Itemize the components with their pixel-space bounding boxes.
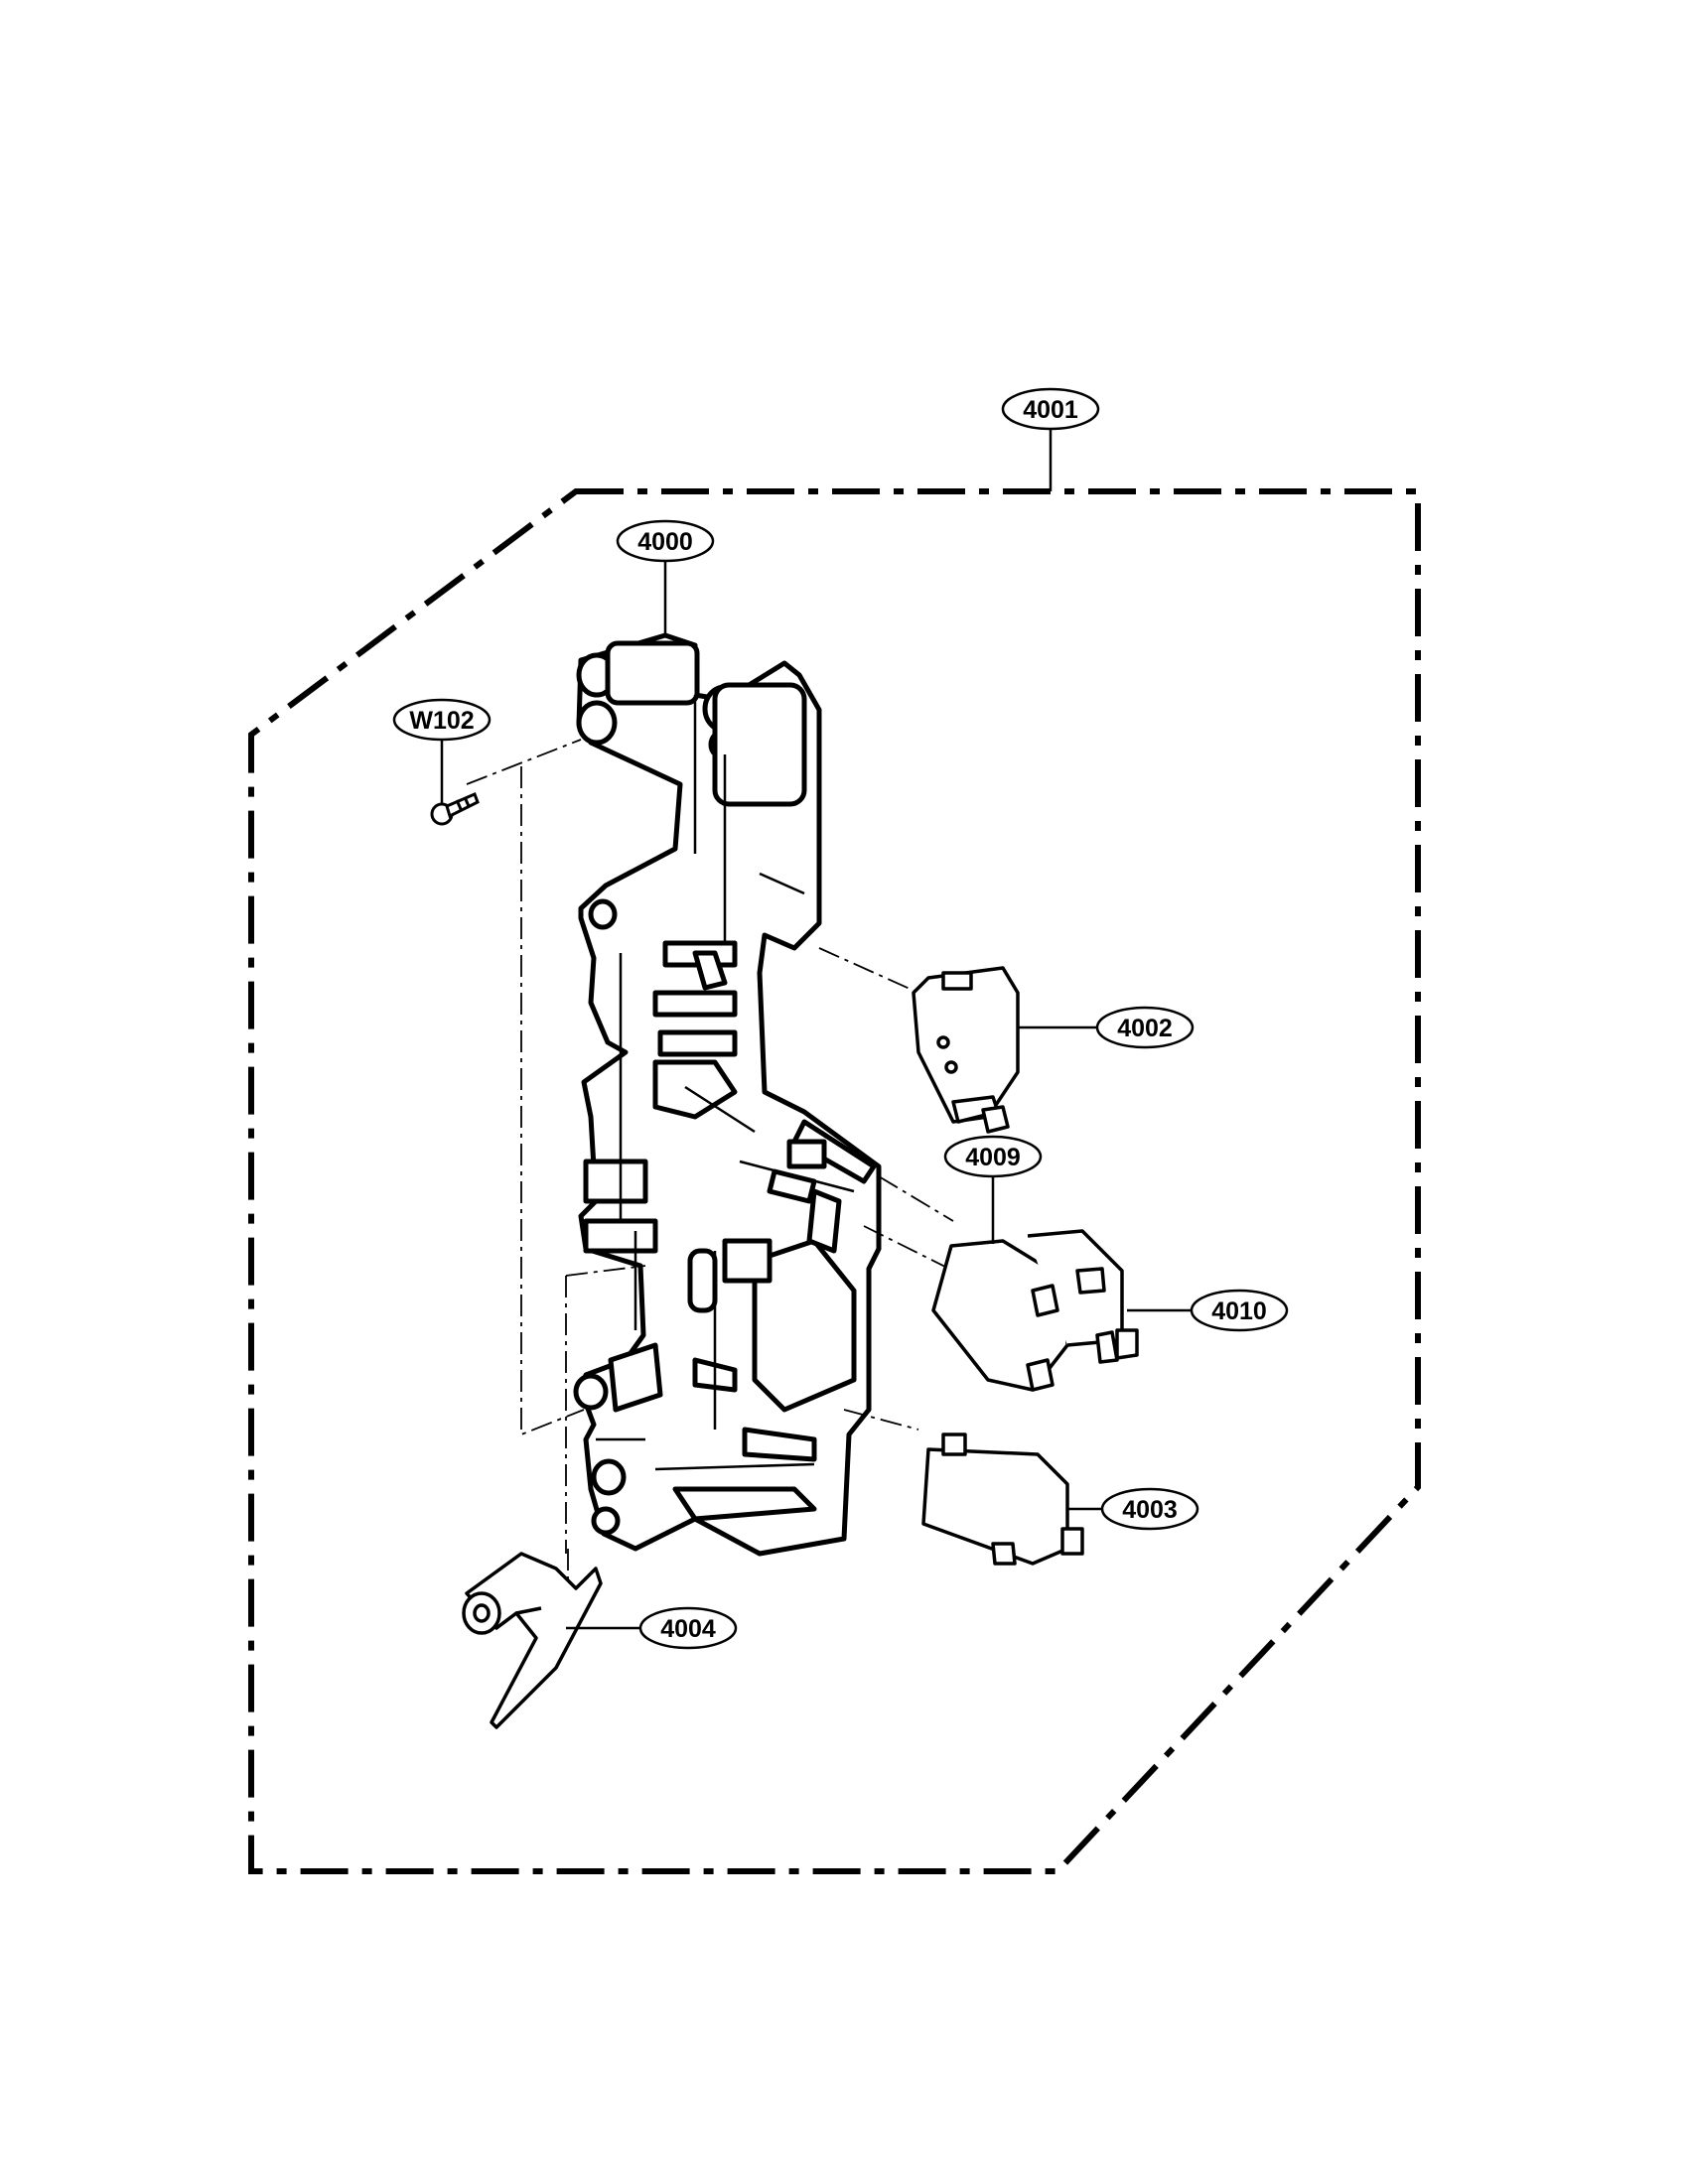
switch-4009-part bbox=[931, 1229, 1139, 1392]
switch-4003-part bbox=[921, 1433, 1084, 1566]
callout-4004-label: 4004 bbox=[660, 1615, 716, 1643]
screw-part bbox=[430, 792, 480, 826]
switch-4002-part bbox=[912, 966, 1020, 1134]
callout-4002-label: 4002 bbox=[1117, 1015, 1173, 1042]
callout-4003: 4003 bbox=[1100, 1487, 1199, 1531]
callout-4010-label: 4010 bbox=[1211, 1297, 1267, 1325]
callout-4001: 4001 bbox=[1001, 387, 1100, 431]
assembly-guides bbox=[466, 739, 954, 1598]
callout-4003-label: 4003 bbox=[1122, 1496, 1178, 1524]
bracket-detail-lines bbox=[596, 695, 855, 1471]
callout-4000: 4000 bbox=[616, 519, 715, 563]
assembly-boundary bbox=[248, 488, 1421, 1874]
latch-bracket-part bbox=[573, 632, 882, 1557]
callout-4001-label: 4001 bbox=[1023, 396, 1078, 424]
callout-W102-label: W102 bbox=[409, 707, 474, 735]
callout-4010: 4010 bbox=[1190, 1289, 1289, 1332]
callout-4002: 4002 bbox=[1095, 1006, 1195, 1049]
callout-4000-label: 4000 bbox=[637, 528, 693, 556]
callout-4004: 4004 bbox=[638, 1606, 738, 1650]
callout-W102: W102 bbox=[392, 698, 492, 742]
callout-4009: 4009 bbox=[943, 1135, 1043, 1178]
callout-4009-label: 4009 bbox=[965, 1144, 1021, 1171]
latch-lever-part bbox=[462, 1552, 603, 1729]
